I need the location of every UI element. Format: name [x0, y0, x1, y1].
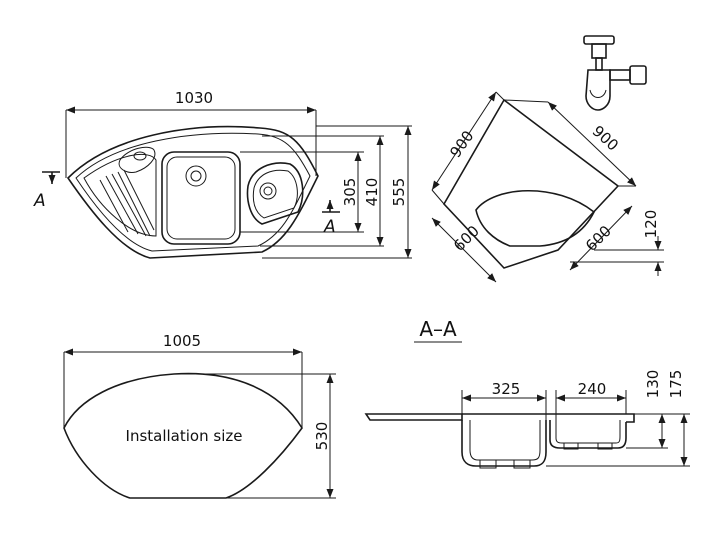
small-bowl	[246, 162, 304, 225]
side-900-left-label: 900	[446, 127, 477, 161]
siphon-icon	[583, 35, 647, 111]
sink-top-view: 1030 305 410 555 A A	[33, 89, 412, 259]
side-900-right-label: 900	[589, 122, 622, 155]
corner-bowl-outline	[475, 189, 596, 247]
section-profile	[364, 413, 463, 421]
dish-hole	[133, 151, 147, 161]
depth-555-label: 555	[390, 178, 408, 207]
sink-outline	[66, 125, 319, 259]
section-marker-left: A	[33, 191, 46, 211]
section-view: A–A 325 240 130 175	[364, 317, 690, 469]
cutout-width-label: 1005	[163, 332, 201, 350]
cutout-view: Installation size 1005 530	[63, 332, 336, 499]
drainer-dish	[118, 146, 156, 173]
drainer-ribs	[83, 154, 157, 237]
installation-size-label: Installation size	[126, 427, 243, 445]
short-600-right-dim	[569, 205, 633, 271]
sink-rim	[75, 132, 311, 252]
section-marker-right: A	[323, 217, 336, 237]
depth-175-label: 175	[667, 370, 685, 399]
offset-120-label: 120	[642, 210, 660, 239]
section-main-bowl	[461, 420, 547, 467]
side-900-right-dim	[547, 101, 637, 187]
section-small-bowl	[549, 420, 627, 449]
depth-130-label: 130	[644, 370, 662, 399]
main-bowl	[161, 151, 241, 245]
side-900-left-dim	[431, 91, 497, 191]
main-drain	[185, 165, 207, 187]
depth-305-label: 305	[341, 178, 359, 207]
short-600-left-label: 600	[450, 222, 483, 255]
width-label: 1030	[175, 89, 213, 107]
section-title: A–A	[419, 317, 457, 341]
short-600-left-dim	[431, 217, 497, 283]
cutout-height-label: 530	[313, 422, 331, 451]
small-drain	[259, 182, 277, 200]
depth-410-label: 410	[363, 178, 381, 207]
bowl-325-label: 325	[492, 380, 521, 398]
corner-view: 900 900 600 600 120	[431, 91, 664, 283]
bowl-240-label: 240	[578, 380, 607, 398]
